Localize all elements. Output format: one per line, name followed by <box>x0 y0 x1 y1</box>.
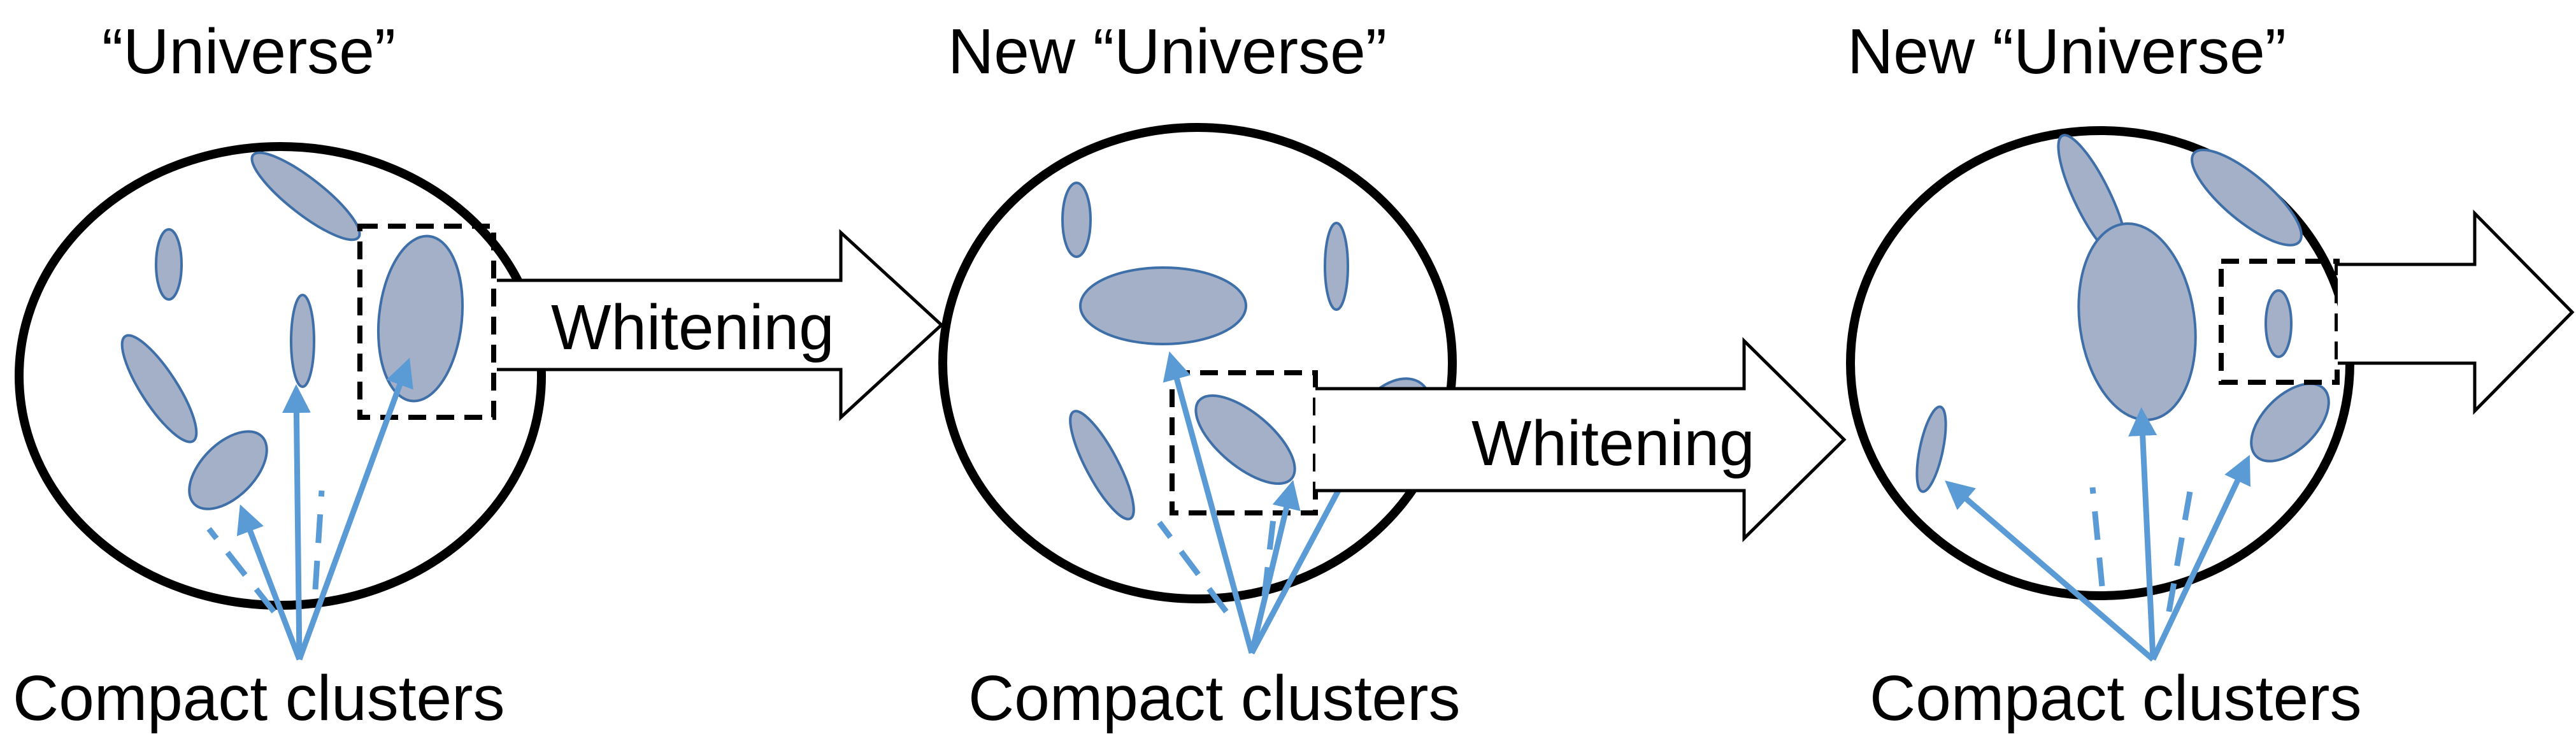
panel-3-title: New “Universe” <box>1847 16 2286 87</box>
whitening-label-1: Whitening <box>551 292 834 363</box>
cluster <box>1194 394 1296 485</box>
panel-2: New “Universe” Compact clusters <box>938 16 1460 734</box>
cluster-arrow <box>296 357 413 661</box>
cluster <box>2077 222 2197 422</box>
cluster-arrow-dashed <box>2089 487 2105 587</box>
cluster <box>250 151 361 241</box>
cluster <box>155 228 183 301</box>
cluster-arrow-dashed <box>1261 512 1277 596</box>
cluster <box>1069 410 1135 521</box>
cluster-arrow <box>2128 407 2157 660</box>
panel-3: New “Universe” Compact clusters <box>1846 16 2361 734</box>
cluster <box>290 294 315 388</box>
universe-2-circle <box>938 123 1457 603</box>
cluster <box>2250 382 2330 463</box>
cluster-arrow-dashed <box>2166 484 2194 612</box>
cluster-arrow <box>1945 480 2155 662</box>
cluster-arrow-dashed <box>1157 521 1229 614</box>
block-arrow-shape <box>497 229 944 421</box>
cluster-arrow <box>1249 480 1301 654</box>
cluster <box>1324 222 1349 311</box>
cluster-arrow <box>236 504 303 661</box>
panel-1: “Universe” Compact clusters <box>13 16 546 734</box>
whitening-arrow-3 <box>2338 209 2575 415</box>
cluster <box>188 430 268 510</box>
panel-1-clusters <box>120 151 464 510</box>
cluster <box>2265 289 2293 358</box>
panel-2-caption: Compact clusters <box>968 663 1460 734</box>
selection-box-1 <box>357 224 496 420</box>
panel-3-caption: Compact clusters <box>1870 663 2361 734</box>
cluster <box>376 234 464 403</box>
cluster-arrow-dashed <box>206 527 276 614</box>
cluster <box>120 334 198 443</box>
whitening-label-2: Whitening <box>1471 408 1755 479</box>
cluster-arrow <box>1163 351 1255 654</box>
cluster <box>1915 405 1947 493</box>
panel-3-arrows <box>1945 407 2250 662</box>
panel-1-title: “Universe” <box>102 16 396 87</box>
cluster-arrow <box>2150 454 2250 661</box>
universe-1-circle <box>15 142 546 610</box>
cluster <box>1079 266 1247 345</box>
cluster <box>1061 182 1092 258</box>
panel-3-clusters <box>1915 134 2330 493</box>
whitening-arrow-2: Whitening <box>1315 337 1847 542</box>
selection-box-3 <box>2219 259 2340 385</box>
block-arrow-shape <box>1315 337 1847 542</box>
cluster <box>2191 148 2303 247</box>
whitening-arrow-1: Whitening <box>497 229 944 421</box>
block-arrow-shape <box>2338 209 2575 415</box>
panel-2-arrows <box>1157 351 1357 655</box>
panel-1-caption: Compact clusters <box>13 663 504 734</box>
panel-1-arrows <box>206 357 413 661</box>
cluster-arrow <box>1249 457 1357 655</box>
cluster-arrow <box>282 384 311 660</box>
cluster-arrow-dashed <box>312 490 325 590</box>
panel-2-title: New “Universe” <box>948 16 1387 87</box>
